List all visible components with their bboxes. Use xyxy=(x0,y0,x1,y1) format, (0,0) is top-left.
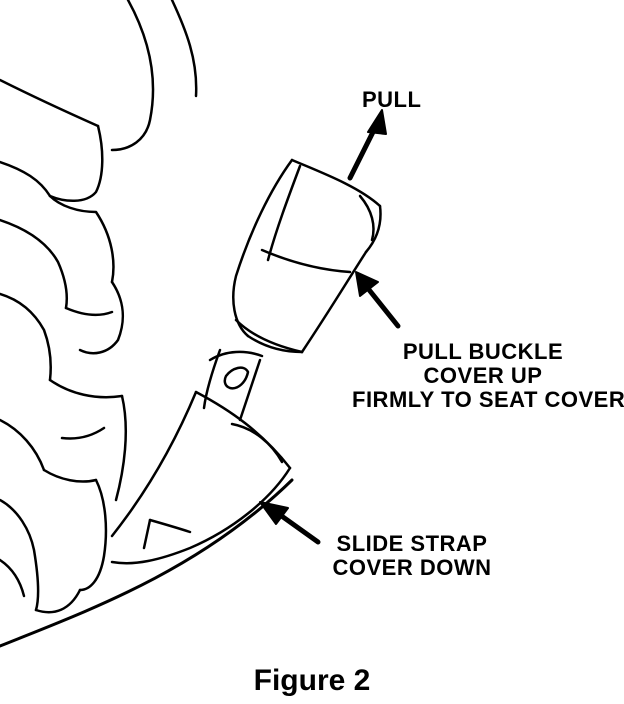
strap-cover-drawing xyxy=(110,390,292,565)
pull-arrow xyxy=(347,109,387,181)
strap-arrow xyxy=(259,501,321,545)
buckle-arrow xyxy=(355,271,401,329)
strap-cover-label: SLIDE STRAP COVER DOWN xyxy=(312,532,512,580)
buckle-cover-label-line-2: COVER UP xyxy=(423,363,543,388)
latch-plate-drawing xyxy=(202,348,264,422)
buckle-cover-label-line-1: PULL BUCKLE xyxy=(402,339,564,364)
hand-drawing xyxy=(0,0,198,614)
buckle-cover-label-line-3: FIRMLY TO SEAT COVER xyxy=(352,387,624,412)
buckle-cover-drawing xyxy=(232,158,382,354)
strap-cover-label-line-2: COVER DOWN xyxy=(332,555,492,580)
pull-label-text: PULL xyxy=(362,87,422,112)
figure-caption: Figure 2 xyxy=(253,664,371,697)
pull-label: PULL xyxy=(362,88,421,112)
buckle-cover-label: PULL BUCKLE COVER UP FIRMLY TO SEAT COVE… xyxy=(352,339,624,412)
seat-cushion-edge xyxy=(0,478,294,648)
strap-cover-label-line-1: SLIDE STRAP xyxy=(336,531,488,556)
